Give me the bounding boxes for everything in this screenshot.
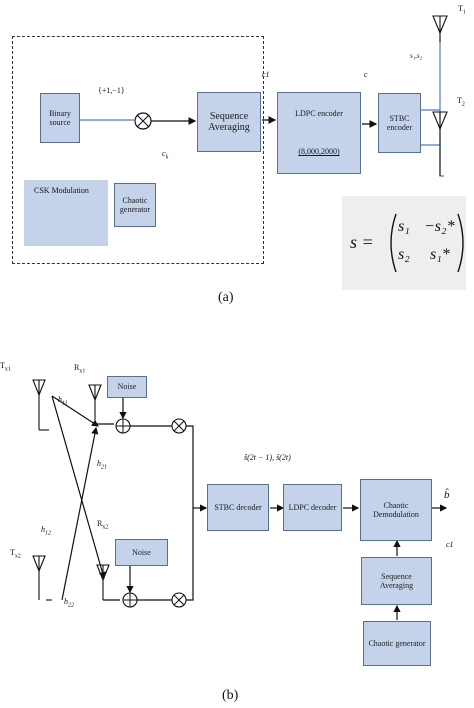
matrix-a22: s₁*	[430, 246, 450, 263]
csk-modulation-label: CSK Modulation	[24, 180, 108, 246]
adder-bottom-icon	[122, 592, 138, 608]
antenna-tx1-icon	[32, 379, 49, 431]
tx1-label: Tx1	[0, 361, 11, 373]
h22-label: h22	[64, 597, 74, 609]
c-label: c	[364, 70, 368, 79]
chaotic-generator-block: Chaotic generator	[114, 183, 156, 227]
channel-h11-arrow	[51, 395, 100, 427]
mixer-top-icon	[171, 418, 187, 434]
c1-label: c1	[262, 70, 270, 79]
h12-label: h12	[41, 525, 51, 537]
h11-label: h11	[58, 395, 68, 407]
bits-label: {+1,−1}	[98, 86, 125, 95]
binary-source-block: Binary source	[40, 93, 80, 143]
s1s2-label: s₁,s₂	[410, 52, 423, 60]
rx1-label: Rx1	[74, 363, 86, 375]
matrix-a21: s₂	[398, 246, 410, 263]
noise-bottom-block: Noise	[115, 539, 168, 566]
chaotic-generator-rx-block: Chaotic generator	[363, 621, 431, 666]
matrix-lhs: s =	[350, 232, 374, 252]
h21-label: h21	[97, 459, 107, 471]
sequence-averaging-block: Sequence Averaging	[197, 92, 261, 152]
ldpc-decoder-block: LDPC decoder	[283, 484, 342, 531]
adder-top-icon	[115, 418, 131, 434]
antenna-t1-icon	[432, 15, 448, 42]
antenna-t2-icon	[432, 111, 448, 176]
channel-h21-arrow	[51, 395, 106, 580]
tx-antenna-feed	[439, 38, 444, 177]
caption-a: (a)	[218, 290, 234, 305]
sequence-averaging-rx-block: Sequence Averaging	[361, 557, 432, 605]
ldpc-encoder-block: LDPC encoder (8,000,2000)	[277, 92, 361, 174]
stbc-matrix-panel: s = s₁ −s₂* s₂ s₁*	[342, 196, 466, 290]
b-hat-label: b̂	[444, 489, 450, 501]
c1-rx-label: c1	[446, 540, 454, 549]
symbol-estimates-label: ŝ(2t − 1), ŝ(2t)	[244, 453, 291, 462]
transmitter-dashed-panel	[12, 36, 264, 264]
ck-label: ck	[162, 149, 169, 161]
matrix-a11: s₁	[398, 218, 410, 235]
combiner-line	[186, 425, 194, 601]
matrix-brackets	[390, 213, 464, 273]
chaotic-demodulation-block: Chaotic Demodulation	[360, 479, 432, 541]
stbc-encoder-block: STBC encoder	[378, 93, 421, 153]
noise-top-block: Noise	[107, 376, 147, 398]
rx2-label: Rx2	[97, 519, 109, 531]
matrix-a12: −s₂*	[424, 218, 455, 235]
t2-label: T2	[457, 96, 465, 108]
t1-label: T1	[458, 4, 466, 16]
antenna-rx2-icon	[96, 564, 120, 601]
caption-b: (b)	[222, 688, 239, 703]
tx2-label: Tx2	[10, 548, 21, 560]
ldpc-encoder-label: LDPC encoder	[295, 109, 343, 119]
mixer-bottom-icon	[171, 592, 187, 608]
ldpc-params-label: (8,000,2000)	[298, 147, 340, 157]
channel-h12-arrow	[61, 426, 99, 601]
antenna-tx2-icon	[32, 555, 52, 601]
stbc-decoder-block: STBC decoder	[207, 484, 269, 531]
